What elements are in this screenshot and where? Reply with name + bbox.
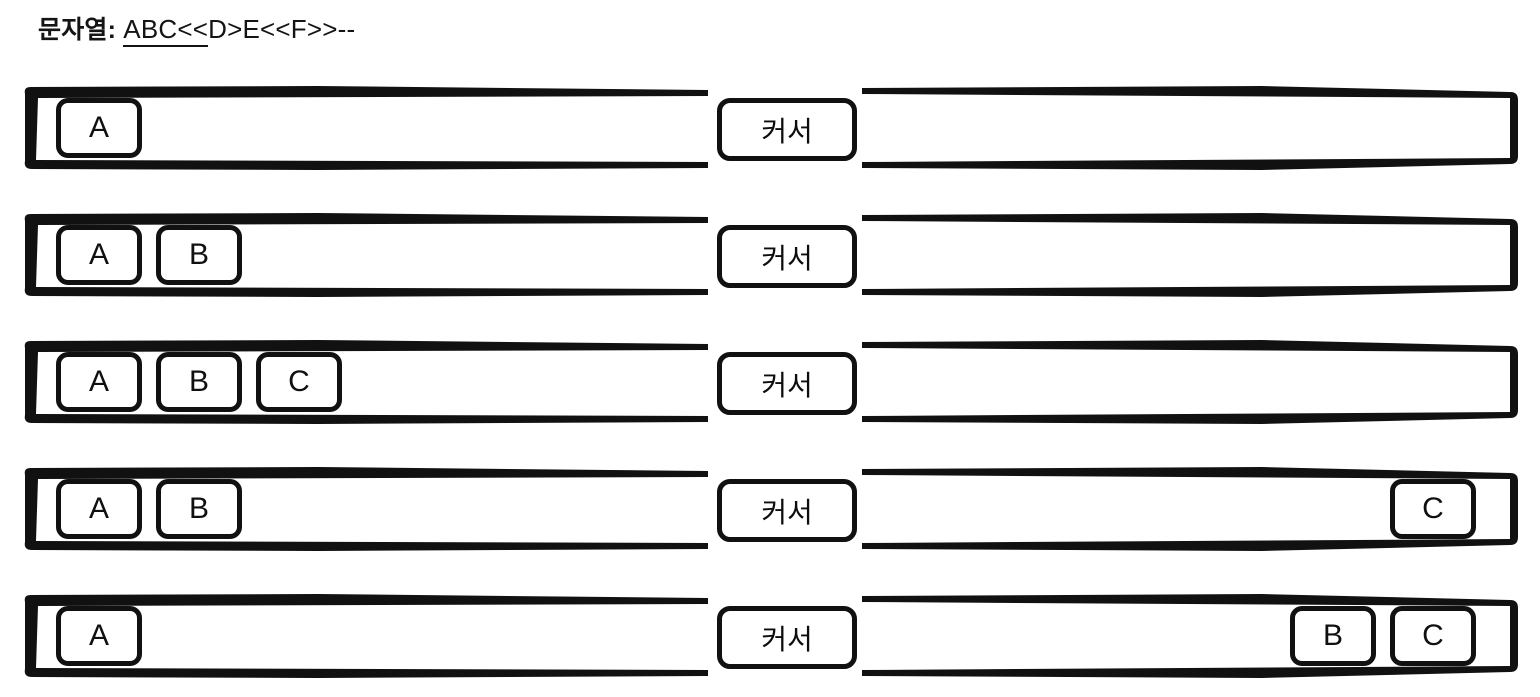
right-chip-container: C [862, 463, 1522, 555]
diagram-row: A 커서 [0, 82, 1540, 182]
right-buffer-bar: C [862, 463, 1522, 555]
left-chip-container: A B [18, 463, 708, 555]
letter-chip: B [156, 352, 242, 412]
right-buffer-bar [862, 336, 1522, 428]
left-buffer-bar: A [18, 82, 708, 174]
cursor-box: 커서 [717, 98, 857, 161]
cursor-box: 커서 [717, 479, 857, 542]
letter-chip: A [56, 479, 142, 539]
string-underlined-part: ABC<< [123, 14, 209, 47]
page-title-label: 문자열: [38, 16, 117, 44]
page-title: 문자열: ABC<<D>E<<F>>-- [38, 10, 356, 47]
letter-chip: B [156, 225, 242, 285]
letter-chip: A [56, 98, 142, 158]
right-buffer-bar: B C [862, 590, 1522, 682]
right-buffer-bar [862, 82, 1522, 174]
left-chip-container: A B C [18, 336, 708, 428]
right-chip-container: B C [862, 590, 1522, 682]
letter-chip: C [1390, 606, 1476, 666]
letter-chip: A [56, 352, 142, 412]
right-chip-container [862, 82, 1522, 174]
cursor-box: 커서 [717, 606, 857, 669]
letter-chip: A [56, 225, 142, 285]
cursor-box: 커서 [717, 225, 857, 288]
left-buffer-bar: A B [18, 209, 708, 301]
left-chip-container: A [18, 82, 708, 174]
left-chip-container: A [18, 590, 708, 682]
right-chip-container [862, 336, 1522, 428]
letter-chip: C [256, 352, 342, 412]
diagram-row: A B C 커서 [0, 336, 1540, 436]
right-chip-container [862, 209, 1522, 301]
letter-chip: B [156, 479, 242, 539]
right-buffer-bar [862, 209, 1522, 301]
diagram-row: A B 커서 C [0, 463, 1540, 563]
left-chip-container: A B [18, 209, 708, 301]
left-buffer-bar: A B [18, 463, 708, 555]
letter-chip: C [1390, 479, 1476, 539]
diagram-row: A B 커서 [0, 209, 1540, 309]
left-buffer-bar: A [18, 590, 708, 682]
cursor-box: 커서 [717, 352, 857, 415]
string-remaining-part: D>E<<F>>-- [208, 14, 356, 44]
letter-chip: A [56, 606, 142, 666]
left-buffer-bar: A B C [18, 336, 708, 428]
diagram-row: A 커서 B C [0, 590, 1540, 690]
letter-chip: B [1290, 606, 1376, 666]
